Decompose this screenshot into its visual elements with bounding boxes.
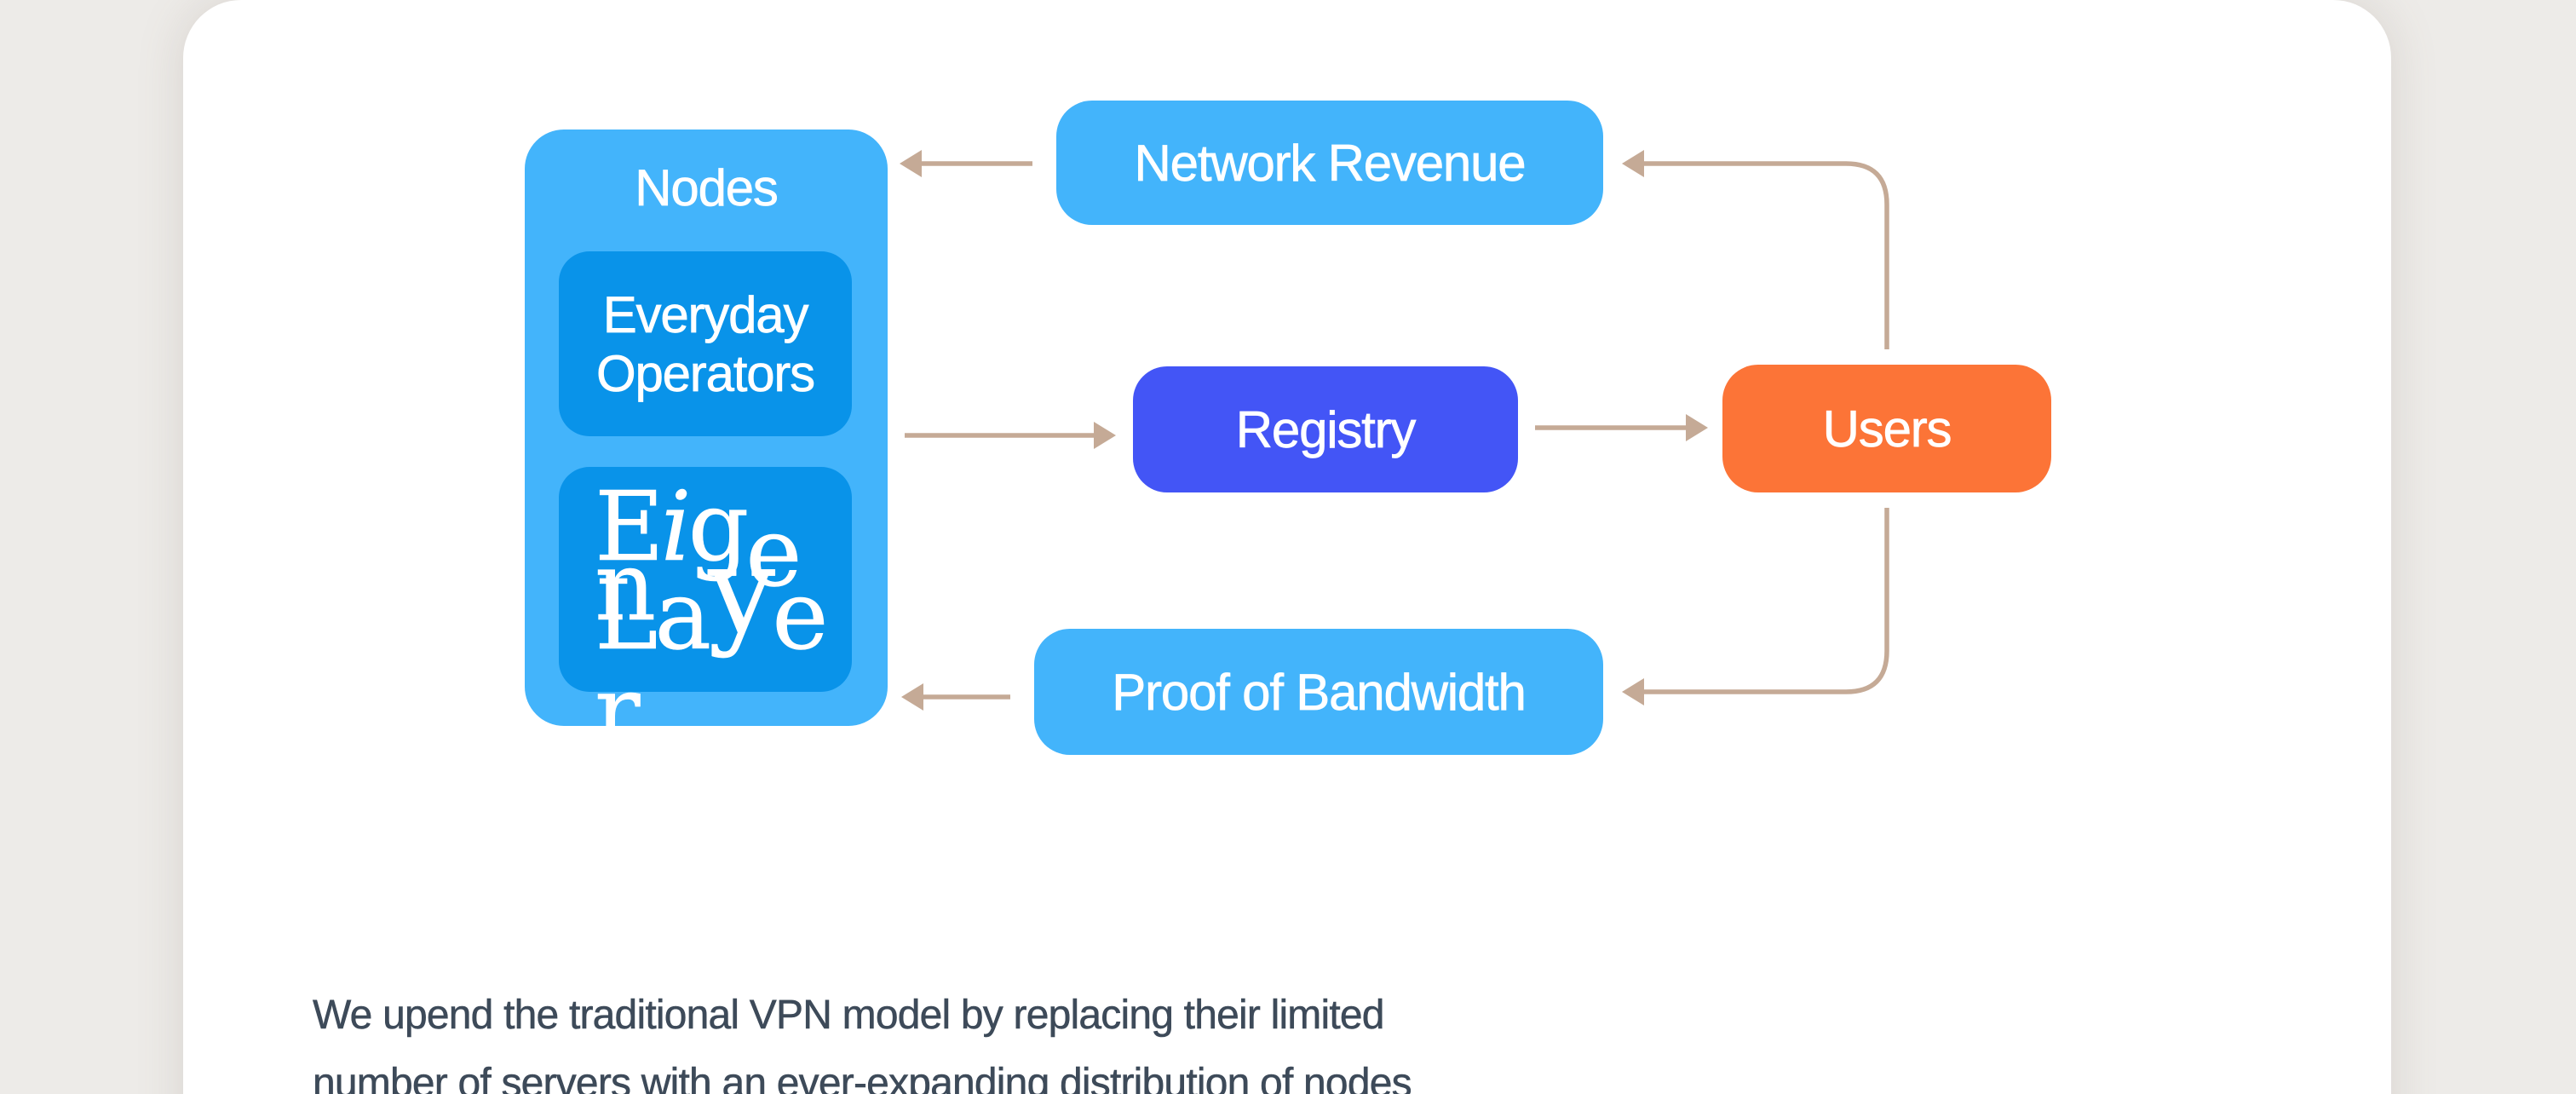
nodes-group-box: Nodes Everyday Operators Eigen Layer bbox=[525, 130, 888, 760]
proof-of-bandwidth-label: Proof of Bandwidth bbox=[1112, 663, 1527, 721]
network-revenue-label: Network Revenue bbox=[1134, 134, 1527, 192]
eigenlayer-box: Eigen Layer bbox=[559, 467, 852, 760]
users-box: Users bbox=[1722, 365, 2051, 492]
eigenlayer-logo: Eigen Layer bbox=[559, 467, 852, 760]
users-label: Users bbox=[1822, 400, 1952, 458]
caption-line-2: number of servers with an ever-expanding… bbox=[313, 1061, 1412, 1094]
nodes-group-title: Nodes bbox=[635, 159, 779, 216]
everyday-operators-box: Everyday Operators bbox=[559, 251, 852, 436]
proof-of-bandwidth-box: Proof of Bandwidth bbox=[1034, 629, 1603, 755]
registry-box: Registry bbox=[1133, 366, 1518, 492]
caption-paragraph: We upend the traditional VPN model by re… bbox=[313, 982, 1412, 1094]
network-revenue-box: Network Revenue bbox=[1056, 101, 1603, 225]
everyday-operators-label: Everyday Operators bbox=[596, 285, 816, 402]
eigenlayer-logo-line1: Eigen bbox=[595, 472, 802, 642]
registry-label: Registry bbox=[1235, 400, 1416, 458]
caption-line-1: We upend the traditional VPN model by re… bbox=[313, 993, 1385, 1039]
eigenlayer-logo-line2: Layer bbox=[595, 521, 829, 767]
